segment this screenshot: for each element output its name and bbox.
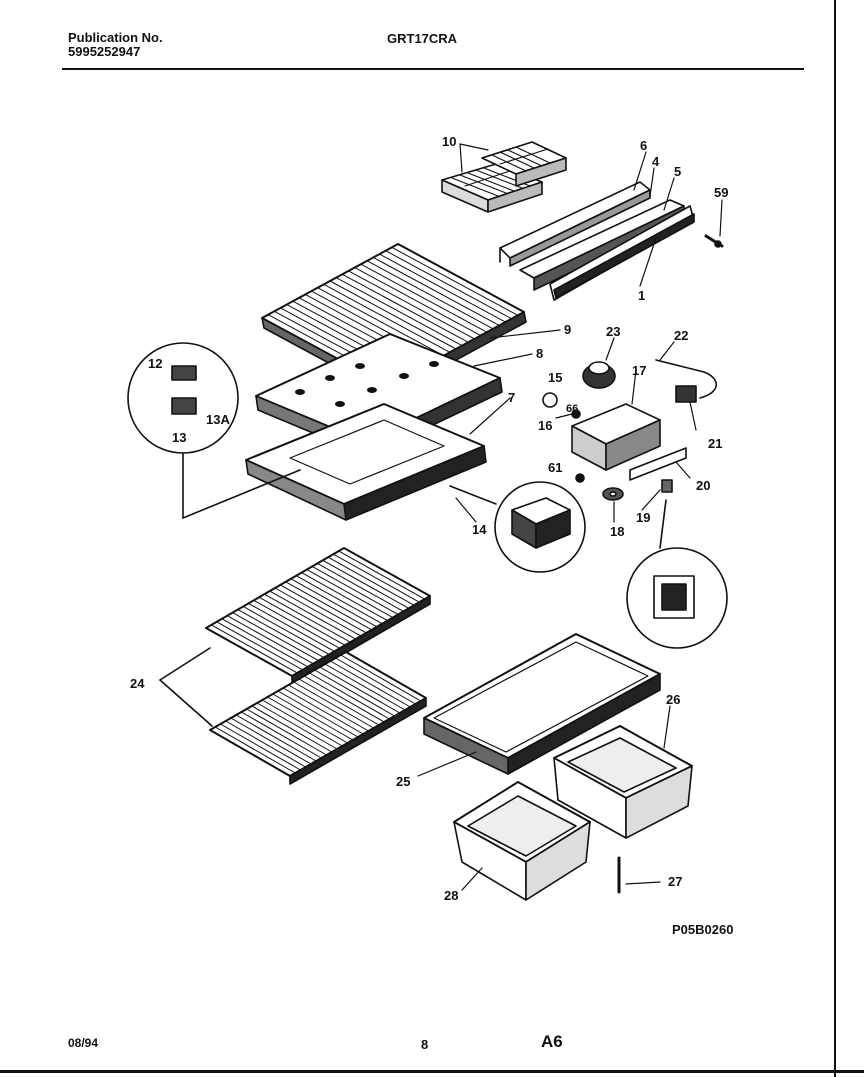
page-right-edge xyxy=(834,0,836,1077)
callout-8: 8 xyxy=(536,346,543,361)
crisper-drawer-26 xyxy=(553,725,693,839)
shelf-7-part xyxy=(245,403,487,521)
control-components xyxy=(542,359,718,501)
callout-17: 17 xyxy=(632,363,646,378)
bracket-channel-part xyxy=(499,181,724,301)
callout-15: 15 xyxy=(548,370,562,385)
callout-10: 10 xyxy=(442,134,456,149)
callout-18: 18 xyxy=(610,524,624,539)
callout-7: 7 xyxy=(508,390,515,405)
callout-4: 4 xyxy=(652,154,660,169)
callout-1: 1 xyxy=(638,288,645,303)
footer-date: 08/94 xyxy=(68,1036,99,1050)
crisper-drawer-28 xyxy=(453,781,591,901)
diagram-code: P05B0260 xyxy=(672,922,733,937)
publication-label: Publication No. xyxy=(68,30,163,45)
page-bottom-edge xyxy=(0,1070,864,1073)
callout-24: 24 xyxy=(130,676,145,691)
leader-lines xyxy=(417,143,723,891)
footer-section: A6 xyxy=(541,1032,563,1051)
callout-12: 12 xyxy=(148,356,162,371)
callout-5: 5 xyxy=(674,164,681,179)
ice-tray-part xyxy=(441,141,567,213)
callout-19: 19 xyxy=(636,510,650,525)
crisper-cover-25 xyxy=(423,633,661,775)
callout-25: 25 xyxy=(396,774,410,789)
callout-59: 59 xyxy=(714,185,728,200)
callout-9: 9 xyxy=(564,322,571,337)
callout-labels: 10 6 4 5 59 1 9 23 22 8 15 17 12 7 66 16… xyxy=(130,134,733,937)
footer-page: 8 xyxy=(421,1037,429,1052)
callout-27: 27 xyxy=(668,874,682,889)
callout-21: 21 xyxy=(708,436,722,451)
detail-circle-12-13 xyxy=(127,342,301,519)
callout-23: 23 xyxy=(606,324,620,339)
wire-shelves-24 xyxy=(159,547,431,785)
callout-26: 26 xyxy=(666,692,680,707)
publication-number: 5995252947 xyxy=(68,44,141,59)
callout-20: 20 xyxy=(696,478,710,493)
header-rule xyxy=(62,68,804,70)
callout-6: 6 xyxy=(640,138,647,153)
model-number: GRT17CRA xyxy=(387,31,458,46)
callout-14: 14 xyxy=(472,522,487,537)
detail-circle-19 xyxy=(626,499,728,649)
callout-22: 22 xyxy=(674,328,688,343)
callout-28: 28 xyxy=(444,888,458,903)
callout-61: 61 xyxy=(548,460,562,475)
callout-16: 16 xyxy=(538,418,552,433)
detail-circle-14 xyxy=(449,481,586,573)
callout-13A: 13A xyxy=(206,412,230,427)
callout-66: 66 xyxy=(566,403,578,415)
callout-13: 13 xyxy=(172,430,186,445)
